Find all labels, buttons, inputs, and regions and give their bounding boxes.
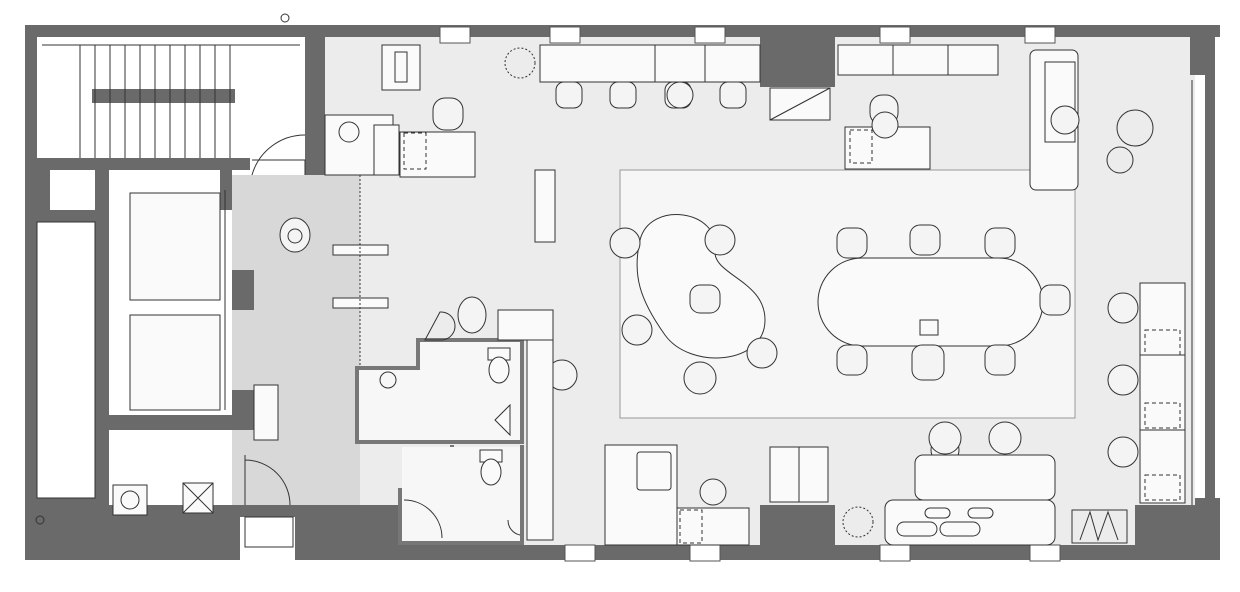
chair-icon [609,224,778,395]
stair-icon [37,37,305,158]
chair-icon [836,224,1071,381]
plant-icon [504,47,874,538]
chair-icon [699,478,727,506]
toilet-icon [479,347,511,486]
door-swing-icon [244,455,291,506]
elevator-icon [129,190,226,411]
stove-icon [112,484,148,516]
chair-icon [432,97,464,131]
door-swing-icon [251,134,306,176]
chair-icon [1107,292,1139,468]
sink-icon [379,371,521,536]
walls [25,25,1220,560]
chair-icon [928,421,1022,455]
window-icon [439,26,1061,562]
